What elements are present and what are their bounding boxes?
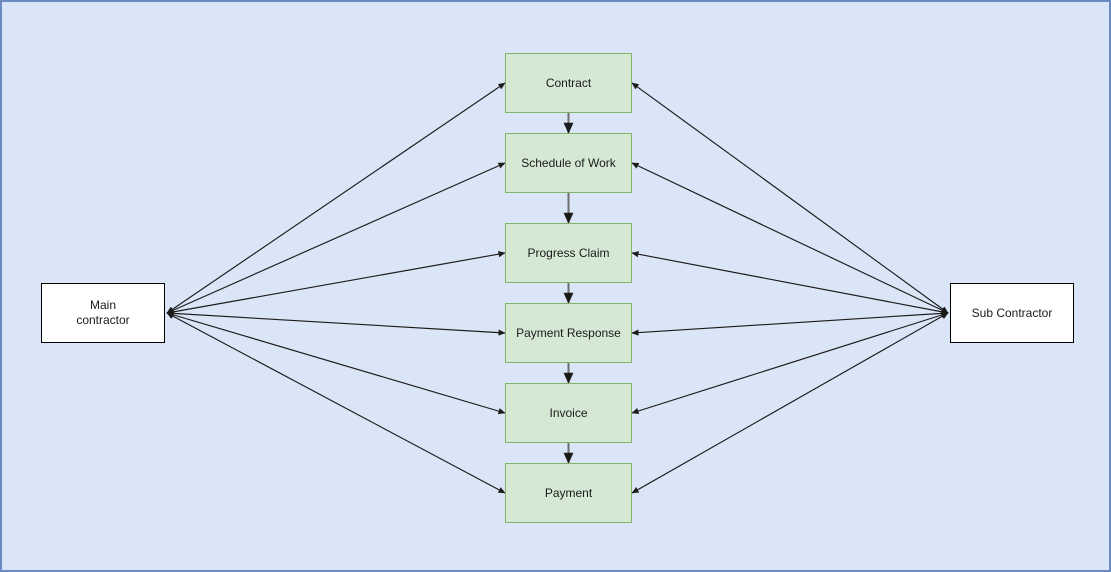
step-node-payment-label: Payment <box>544 485 593 500</box>
party-edge-sub-contractor-to-progress-claim <box>631 251 949 315</box>
party-node-main-contractor[interactable]: Main contractor <box>41 283 165 343</box>
party-edge-sub-contractor-to-contract <box>631 82 949 314</box>
step-node-schedule-of-work[interactable]: Schedule of Work <box>505 133 632 193</box>
step-node-contract-label: Contract <box>545 75 592 90</box>
party-edge-main-contractor-to-progress-claim <box>166 251 506 315</box>
step-node-progress-claim[interactable]: Progress Claim <box>505 223 632 283</box>
party-edge-sub-contractor-to-payment <box>631 312 949 494</box>
party-edge-sub-contractor-to-invoice <box>631 311 949 415</box>
party-edge-sub-contractor-to-payment-response <box>631 310 949 336</box>
step-node-contract[interactable]: Contract <box>505 53 632 113</box>
step-node-payment-response[interactable]: Payment Response <box>505 303 632 363</box>
party-edge-main-contractor-to-payment-response <box>166 310 506 336</box>
party-edge-main-contractor-to-schedule-of-work <box>166 162 506 314</box>
step-node-invoice[interactable]: Invoice <box>505 383 632 443</box>
party-edge-main-contractor-to-payment <box>166 312 506 494</box>
party-edge-main-contractor-to-contract <box>166 82 506 314</box>
party-edge-main-contractor-to-invoice <box>166 311 506 415</box>
step-node-payment[interactable]: Payment <box>505 463 632 523</box>
party-node-main-contractor-label: Main contractor <box>76 298 130 327</box>
party-node-sub-contractor-label: Sub Contractor <box>971 305 1053 320</box>
step-node-invoice-label: Invoice <box>549 405 588 420</box>
step-node-payment-response-label: Payment Response <box>516 325 621 340</box>
party-edge-sub-contractor-to-schedule-of-work <box>631 162 949 314</box>
party-node-sub-contractor[interactable]: Sub Contractor <box>950 283 1074 343</box>
step-node-schedule-of-work-label: Schedule of Work <box>521 155 616 170</box>
step-node-progress-claim-label: Progress Claim <box>527 245 610 260</box>
